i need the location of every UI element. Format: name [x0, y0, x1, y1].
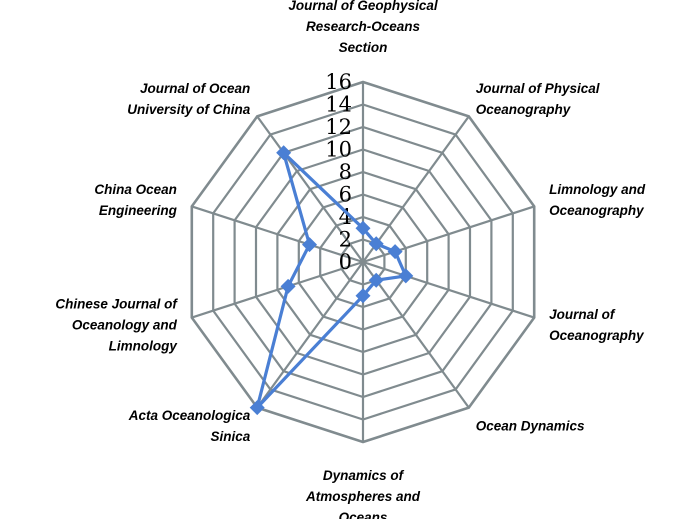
category-label: Sinica	[211, 429, 251, 444]
data-point	[368, 272, 384, 288]
data-point	[276, 145, 292, 161]
category-label: University of China	[127, 102, 251, 117]
grid-spoke-9	[256, 115, 364, 263]
tick-label: 2	[339, 228, 352, 252]
category-label: China Ocean	[94, 182, 177, 197]
category-label: Oceanology and	[72, 317, 178, 332]
category-label: Oceanography	[549, 328, 645, 343]
category-labels: Journal of GeophysicalResearch-OceansSec…	[55, 0, 645, 519]
series-layer	[249, 145, 414, 416]
category-label: Journal of Geophysical	[288, 0, 438, 13]
category-label: Oceanography	[549, 203, 645, 218]
grid-spoke-8	[191, 205, 364, 264]
tick-label: 8	[339, 160, 352, 184]
tick-label: 12	[325, 115, 352, 139]
tick-label: 6	[339, 183, 352, 207]
data-point	[302, 237, 318, 253]
grid-spoke-6	[256, 261, 364, 409]
category-label: Oceans	[339, 510, 388, 519]
category-label: Limnology	[109, 338, 179, 353]
category-label: Engineering	[99, 203, 178, 218]
tick-label: 10	[325, 138, 352, 162]
category-label: Atmospheres and	[305, 489, 421, 504]
category-label: Acta Oceanologica	[128, 408, 251, 423]
category-label: Dynamics of	[323, 468, 405, 483]
data-point	[368, 236, 384, 252]
radar-grid	[190, 80, 536, 444]
category-label: Oceanography	[476, 102, 572, 117]
tick-label: 16	[325, 70, 352, 94]
category-label: Journal of	[549, 307, 616, 322]
tick-label: 0	[339, 250, 352, 274]
data-point	[355, 288, 371, 304]
category-label: Research-Oceans	[306, 19, 421, 34]
data-point	[398, 268, 414, 284]
data-point	[280, 278, 296, 294]
tick-label: 14	[325, 93, 352, 117]
category-label: Chinese Journal of	[55, 296, 178, 311]
category-label: Section	[339, 40, 388, 55]
grid-spoke-4	[362, 261, 470, 409]
data-point	[387, 244, 403, 260]
data-point	[249, 400, 265, 416]
data-point	[355, 220, 371, 236]
tick-label: 4	[339, 205, 352, 229]
grid-spoke-1	[362, 115, 470, 263]
category-label: Journal of Ocean	[140, 81, 250, 96]
category-label: Limnology and	[549, 182, 646, 197]
grid-spoke-3	[362, 260, 535, 319]
category-label: Journal of Physical	[476, 81, 600, 96]
grid-spoke-7	[191, 260, 364, 319]
category-label: Ocean Dynamics	[476, 418, 585, 433]
